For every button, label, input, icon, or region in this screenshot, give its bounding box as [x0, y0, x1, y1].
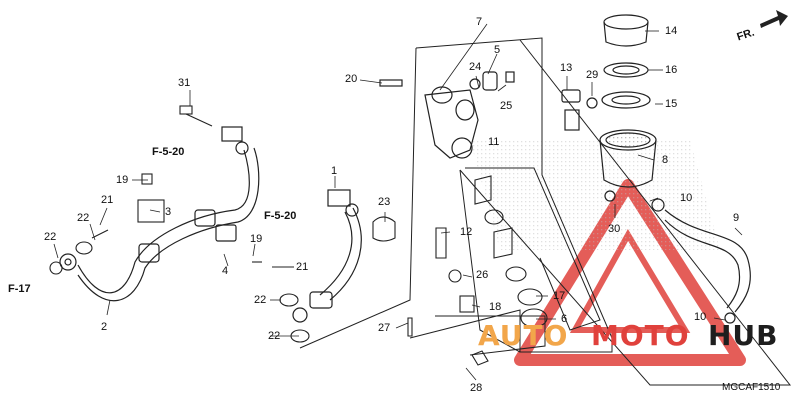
leader-lines: [53, 23, 743, 381]
part-label: 3: [165, 206, 172, 218]
fasteners: [49, 105, 396, 343]
watermark-text-moto: MOTO: [591, 319, 690, 352]
part-label: 1: [331, 165, 338, 177]
piston-kit: [407, 175, 548, 366]
part-label: 19: [116, 174, 129, 186]
watermark-triangle: [514, 179, 746, 366]
part-label: 17: [553, 290, 566, 302]
part-label: 31: [178, 77, 191, 89]
part-label: 24: [469, 61, 482, 73]
part-label: 30: [608, 223, 621, 235]
part-label: 22: [268, 330, 281, 342]
diagram-code: MGCAF1510: [722, 382, 781, 393]
page-reference: F-5-20: [264, 210, 297, 222]
part-label: 13: [560, 62, 573, 74]
reservoir: [561, 14, 657, 202]
part-label: 4: [222, 265, 229, 277]
part-label: 12: [460, 226, 473, 238]
part-label: 6: [561, 313, 568, 325]
part-label: 18: [489, 301, 502, 313]
watermark-text-auto: AUTO: [478, 319, 569, 352]
part-label: 22: [77, 212, 90, 224]
part-label: 9: [733, 212, 740, 224]
part-label: 22: [44, 231, 57, 243]
part-label: 8: [662, 154, 669, 166]
part-label: 23: [378, 196, 391, 208]
page-reference: F-5-20: [152, 146, 185, 158]
page-reference: F-17: [8, 283, 31, 295]
master-cylinder: [379, 71, 515, 159]
part-label: 29: [586, 69, 599, 81]
part-label: 20: [345, 73, 358, 85]
part-label: 25: [500, 100, 513, 112]
part-label: 27: [378, 322, 391, 334]
part-label: 14: [665, 25, 678, 37]
part-label: 19: [250, 233, 263, 245]
part-label: 2: [101, 321, 108, 333]
part-label: 10: [680, 192, 693, 204]
group-outlines: [299, 37, 792, 386]
part-label: 22: [254, 294, 267, 306]
hose-2: [59, 126, 260, 302]
part-label: 10: [694, 311, 707, 323]
part-label: 21: [101, 194, 114, 206]
part-label: 15: [665, 98, 678, 110]
part-label: 5: [494, 44, 501, 56]
part-label: 26: [476, 269, 489, 281]
part-label: 7: [476, 16, 483, 28]
part-label: 28: [470, 382, 483, 394]
watermark-text-hub: HUB: [708, 319, 779, 352]
hose-9: [651, 198, 751, 324]
front-arrow-icon: [760, 10, 788, 28]
part-label: 11: [488, 136, 500, 148]
part-label: 16: [665, 64, 678, 76]
hose-1: [292, 189, 362, 323]
part-label: 21: [296, 261, 309, 273]
